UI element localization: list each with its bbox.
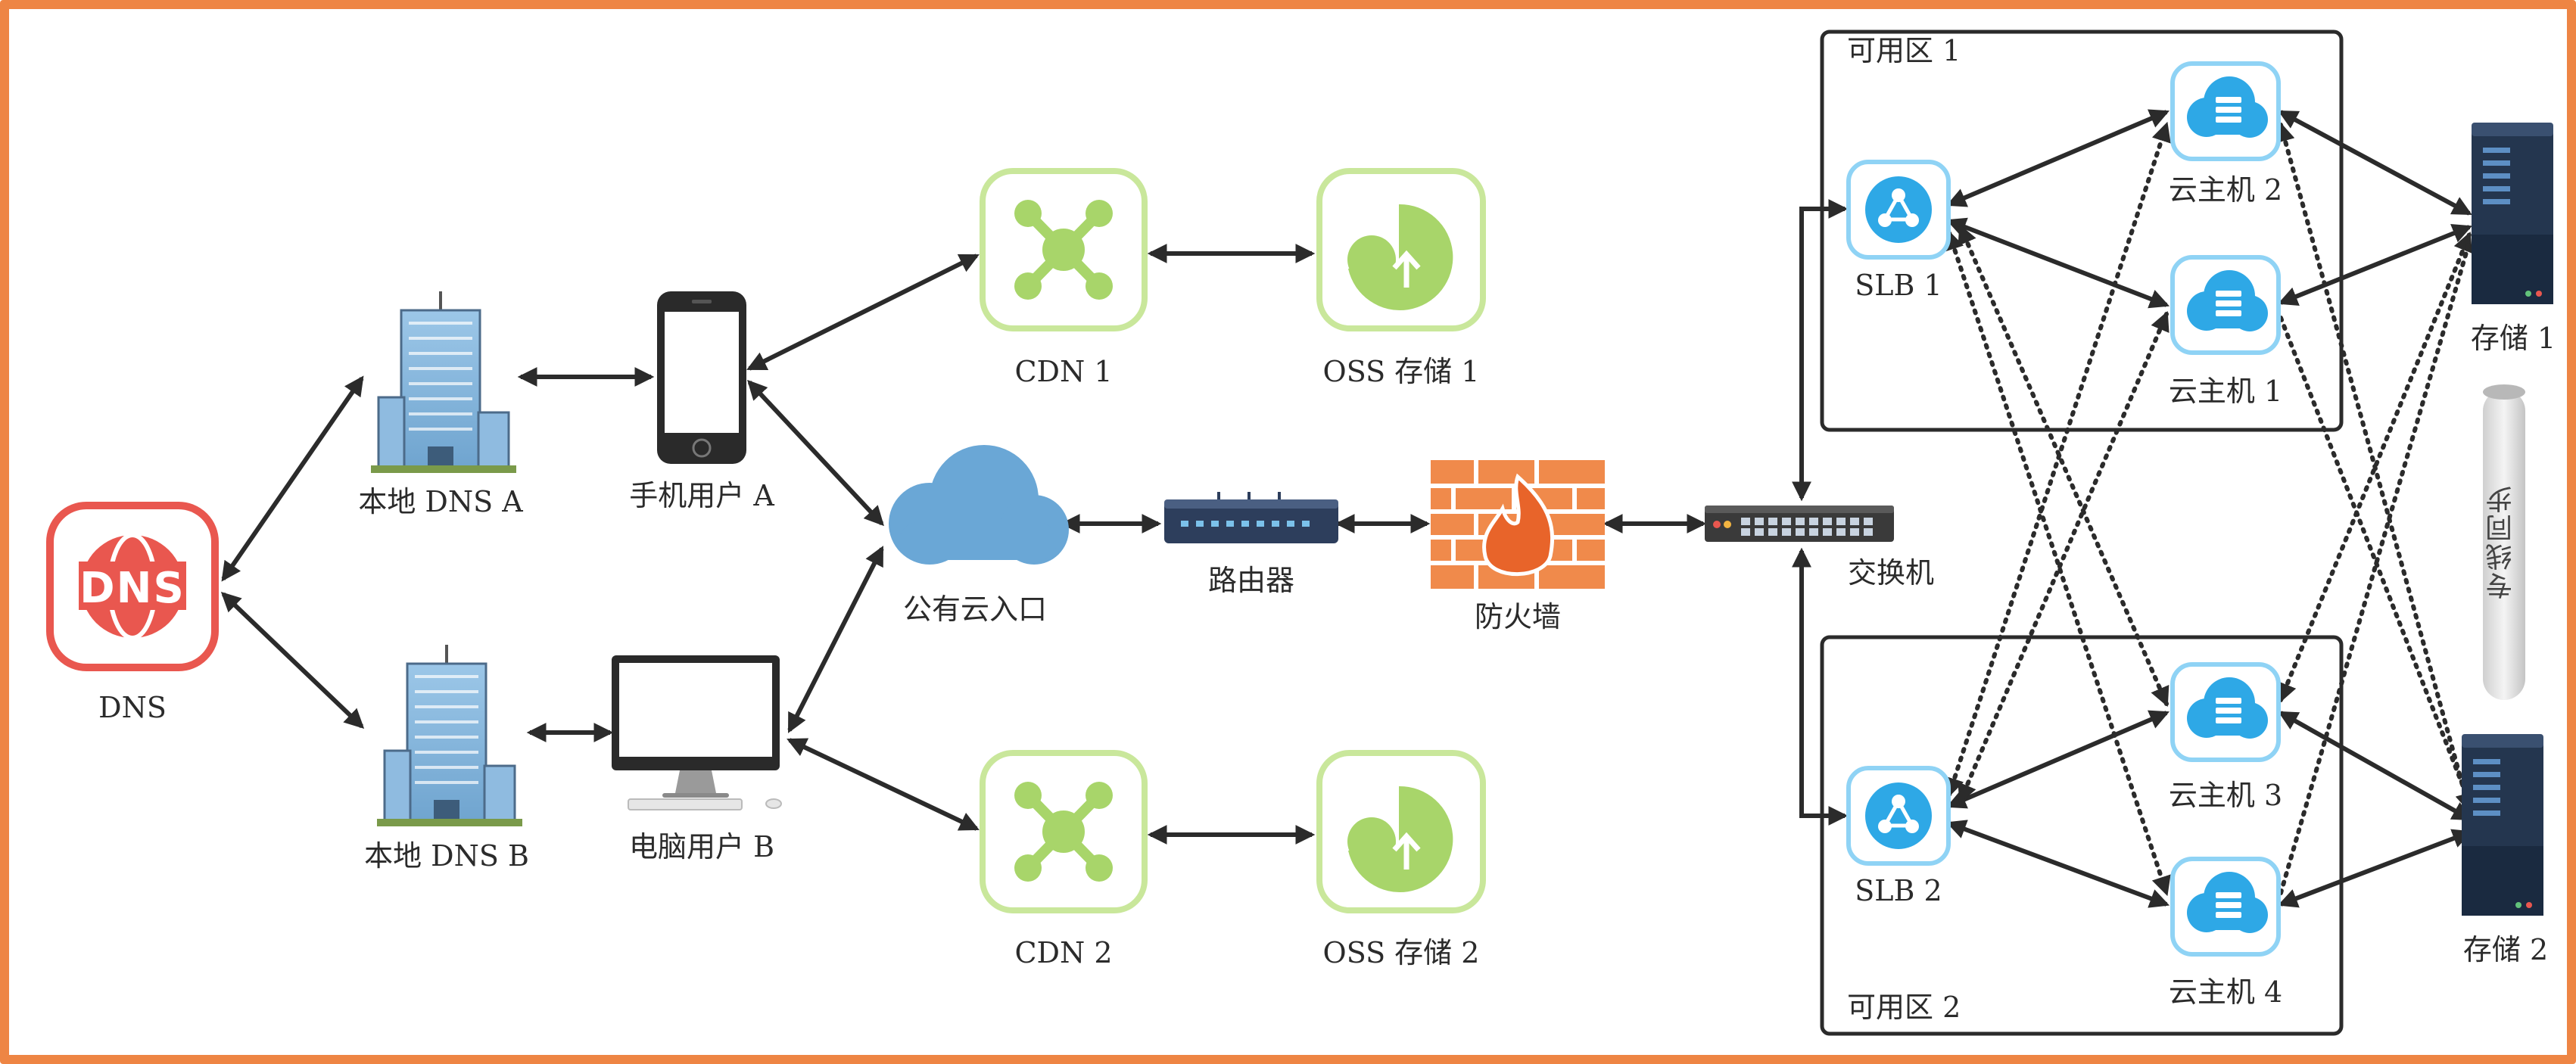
building-icon-a [371, 291, 516, 473]
slb-icon-1 [1846, 160, 1951, 260]
link-pc-cdn2 [787, 738, 980, 831]
link-vm4-storage2 [2277, 829, 2473, 908]
dns-label: DNS [98, 691, 167, 724]
dotted-slb2-vm2 [1945, 121, 2171, 798]
link-vm2-storage1 [2278, 110, 2472, 216]
storage1-label: 存储 1 [2470, 322, 2556, 355]
vm-icon-4 [2170, 857, 2281, 957]
cdn-icon-2 [980, 750, 1148, 913]
switch-icon [1705, 506, 1894, 542]
server-icon-2 [2462, 734, 2543, 916]
dotted-vm3-storage1 [2278, 231, 2472, 704]
storage2-label: 存储 2 [2462, 933, 2549, 966]
cloud-icon [889, 445, 1069, 565]
zone2-label: 可用区 2 [1847, 991, 1961, 1024]
server-icon-1 [2472, 123, 2553, 304]
public-cloud-label: 公有云入口 [902, 593, 1048, 626]
slb-icon-2 [1846, 766, 1951, 866]
vm4-label: 云主机 4 [2168, 975, 2283, 1009]
svg-text:DNS: DNS [79, 564, 185, 613]
vm2-label: 云主机 2 [2168, 173, 2283, 207]
oss1-label: OSS 存储 1 [1322, 355, 1480, 388]
zone1-label: 可用区 1 [1847, 34, 1961, 67]
dotted-vm2-storage2 [2275, 121, 2475, 814]
link-vm1-storage1 [2277, 224, 2473, 306]
vm1-label: 云主机 1 [2168, 375, 2283, 408]
cdn-icon-1 [980, 168, 1148, 331]
local-dns-b-label: 本地 DNS B [364, 839, 529, 873]
mobile-user-a-label: 手机用户 A [629, 479, 774, 512]
monitor-icon [612, 655, 782, 810]
oss-icon-1 [1316, 168, 1486, 331]
dns-icon: DNS [46, 502, 219, 671]
link-mobile-cloud [747, 379, 884, 527]
vm3-label: 云主机 3 [2168, 779, 2283, 812]
pc-user-b-label: 电脑用户 B [628, 830, 775, 863]
dedicated-sync-label: 专线同步 [2486, 484, 2517, 599]
vm-icon-1 [2170, 255, 2281, 355]
vm-icon-3 [2170, 662, 2281, 762]
oss-icon-2 [1316, 750, 1486, 913]
dotted-cross-links [1945, 121, 2475, 897]
link-slb2-vm4 [1945, 820, 2170, 908]
phone-icon [657, 291, 746, 464]
link-vm3-storage2 [2278, 711, 2472, 821]
slb2-label: SLB 2 [1855, 874, 1942, 907]
link-pc-cloud [787, 546, 884, 733]
dotted-vm4-storage1 [2279, 240, 2472, 895]
link-switch-slb2 [1792, 547, 1849, 826]
link-slb1-vm1 [1945, 217, 2170, 309]
cdn1-label: CDN 1 [1014, 355, 1113, 388]
firewall-label: 防火墙 [1474, 600, 1562, 633]
switch-label: 交换机 [1847, 556, 1935, 590]
dotted-slb1-vm3 [1958, 224, 2170, 707]
dotted-slb2-vm1 [1958, 311, 2170, 804]
oss2-label: OSS 存储 2 [1322, 936, 1480, 969]
dedicated-line-pipe [2483, 384, 2525, 700]
slb1-label: SLB 1 [1855, 269, 1942, 302]
firewall-icon [1431, 460, 1605, 589]
link-slb1-vm2 [1946, 109, 2170, 207]
link-switch-slb1 [1792, 199, 1849, 502]
link-dns-local-a [221, 375, 364, 582]
link-mobile-cdn1 [746, 254, 980, 371]
router-label: 路由器 [1207, 564, 1295, 597]
cdn2-label: CDN 2 [1014, 936, 1113, 969]
building-icon-b [377, 645, 522, 826]
router-icon [1164, 492, 1338, 543]
link-dns-local-b [220, 592, 365, 729]
local-dns-a-label: 本地 DNS A [358, 485, 523, 518]
vm-icon-2 [2170, 61, 2281, 161]
